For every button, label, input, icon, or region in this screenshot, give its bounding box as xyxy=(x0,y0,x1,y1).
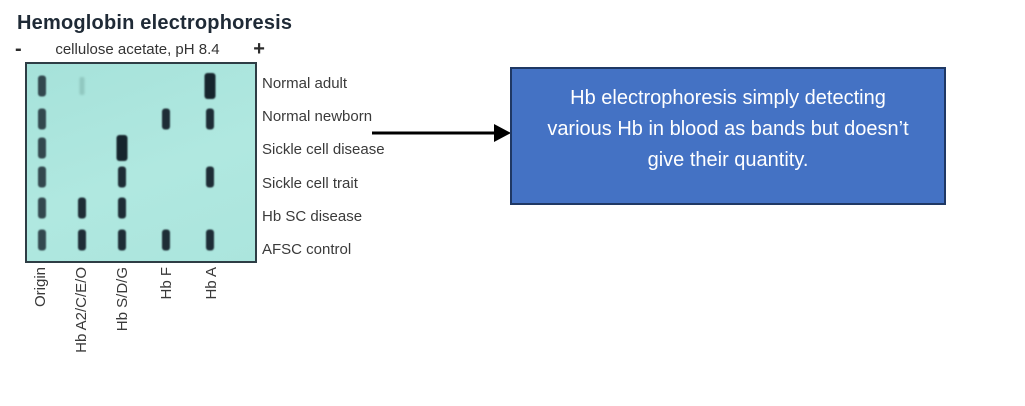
positive-electrode-sign: + xyxy=(253,38,265,60)
gel-band xyxy=(205,108,214,130)
annotation-text: Hb electrophoresis simply detecting vari… xyxy=(547,87,909,171)
gel-band xyxy=(118,197,127,219)
row-label: Sickle cell trait xyxy=(262,174,358,192)
arrow-icon xyxy=(372,124,511,142)
negative-electrode-sign: - xyxy=(15,38,22,60)
column-label: Hb F xyxy=(158,267,176,300)
gel-band xyxy=(161,229,170,251)
row-label: Hb SC disease xyxy=(262,207,363,225)
column-label: Hb S/D/G xyxy=(113,267,131,332)
diagram-subtitle: cellulose acetate, pH 8.4 xyxy=(55,40,220,58)
gel-band xyxy=(37,166,46,188)
row-label: Normal adult xyxy=(262,75,348,92)
column-label: Origin xyxy=(32,267,50,308)
gel-band xyxy=(37,75,46,97)
annotation-box: Hb electrophoresis simply detecting vari… xyxy=(510,67,946,205)
row-label: AFSC control xyxy=(262,241,352,258)
column-label: Hb A2/C/E/O xyxy=(72,267,90,353)
gel-band xyxy=(116,134,128,161)
gel-band xyxy=(205,166,214,188)
gel-band xyxy=(37,229,46,251)
gel-band xyxy=(79,76,85,95)
polarity-row: - cellulose acetate, pH 8.4 + xyxy=(15,38,265,60)
diagram-title: Hemoglobin electrophoresis xyxy=(17,12,293,34)
gel-band xyxy=(205,229,214,251)
gel-band xyxy=(37,137,46,159)
column-label: Hb A xyxy=(203,267,221,300)
gel-band xyxy=(37,108,46,130)
gel-band xyxy=(118,229,127,251)
row-label: Sickle cell disease xyxy=(262,141,385,159)
gel-band xyxy=(77,229,86,251)
gel-band xyxy=(77,197,86,219)
gel-band xyxy=(204,72,216,99)
gel-band xyxy=(118,166,127,188)
gel-band xyxy=(37,197,46,219)
row-label: Normal newborn xyxy=(262,108,373,126)
gel-band xyxy=(161,108,170,130)
electrophoresis-gel xyxy=(25,62,257,263)
